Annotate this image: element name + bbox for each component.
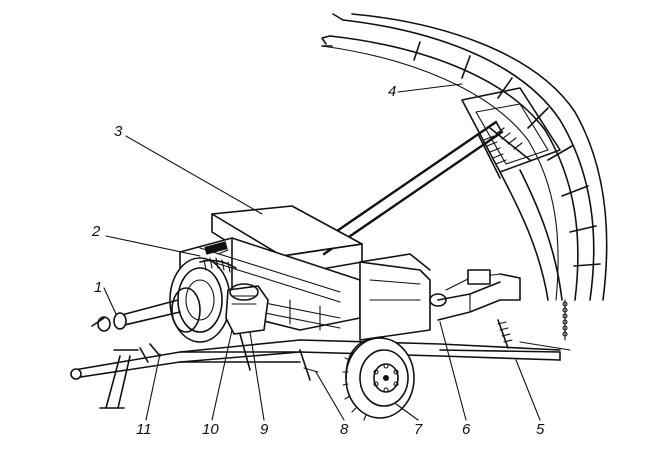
flywheel-assembly: [169, 257, 269, 343]
callout-4: 4: [388, 83, 396, 100]
callout-3: 3: [114, 123, 123, 140]
callout-6: 6: [462, 421, 471, 438]
callout-labels: 1 2 3 4 5 6 7 8 9 10 11: [91, 83, 545, 438]
callout-9: 9: [260, 421, 269, 438]
knotter-mechanism: [429, 269, 521, 349]
callout-8: 8: [340, 421, 349, 438]
leader-4: [397, 83, 463, 93]
callout-7: 7: [414, 421, 423, 438]
leader-5: [515, 359, 541, 421]
callout-1: 1: [94, 279, 102, 296]
leader-lines: [103, 83, 541, 421]
callout-5: 5: [536, 421, 545, 438]
leader-10: [211, 329, 233, 421]
leader-1: [103, 287, 117, 315]
callout-10: 10: [202, 421, 219, 438]
callout-2: 2: [91, 223, 101, 240]
callout-11: 11: [136, 421, 152, 438]
pto-shaft: [91, 299, 181, 332]
wheel: [342, 337, 415, 421]
leader-11: [145, 353, 161, 421]
leader-2: [105, 235, 201, 257]
drawbar-frame: [70, 339, 571, 409]
leader-6: [439, 321, 467, 421]
leader-9: [249, 331, 265, 421]
leader-7: [395, 403, 419, 421]
feeder-parts: [139, 333, 319, 381]
leader-3: [125, 135, 263, 215]
bale-chute-frame: [321, 13, 608, 341]
diagonal-boom: [316, 120, 504, 256]
leader-8: [315, 371, 345, 421]
